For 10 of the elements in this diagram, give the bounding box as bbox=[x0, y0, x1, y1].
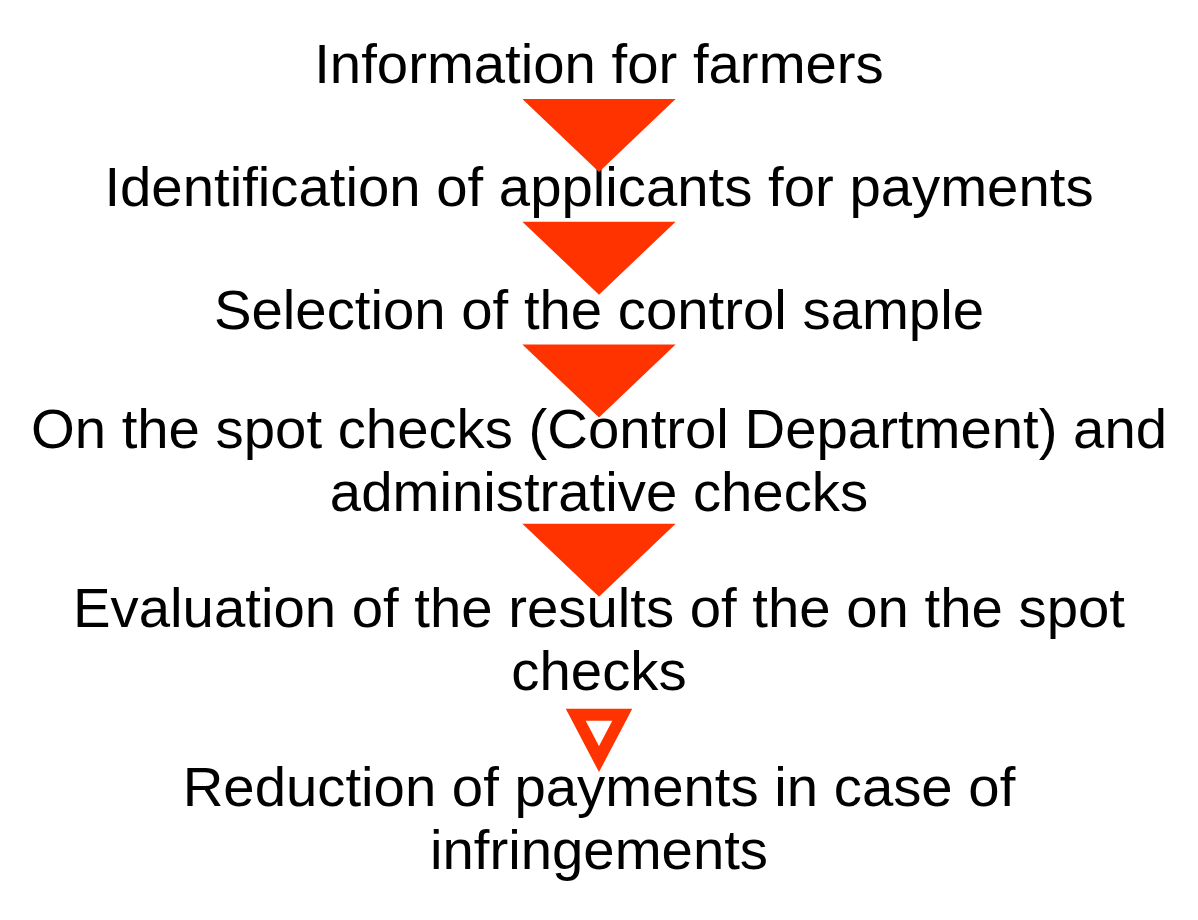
node-text: Identification of applicants for payments bbox=[104, 154, 1094, 218]
arrow bbox=[522, 98, 676, 172]
node-text: On the spot checks (Control Department) and administrative checks bbox=[30, 396, 1168, 523]
node-text: Information for farmers bbox=[314, 31, 884, 95]
arrow bbox=[522, 523, 676, 597]
node-text: Reduction of payments in case of infringements bbox=[182, 754, 1016, 881]
node-text: Evaluation of the results of the on the spot checks bbox=[73, 575, 1125, 702]
arrow bbox=[522, 343, 676, 417]
arrow bbox=[522, 221, 676, 295]
node-text: Selection of the control sample bbox=[213, 277, 985, 341]
